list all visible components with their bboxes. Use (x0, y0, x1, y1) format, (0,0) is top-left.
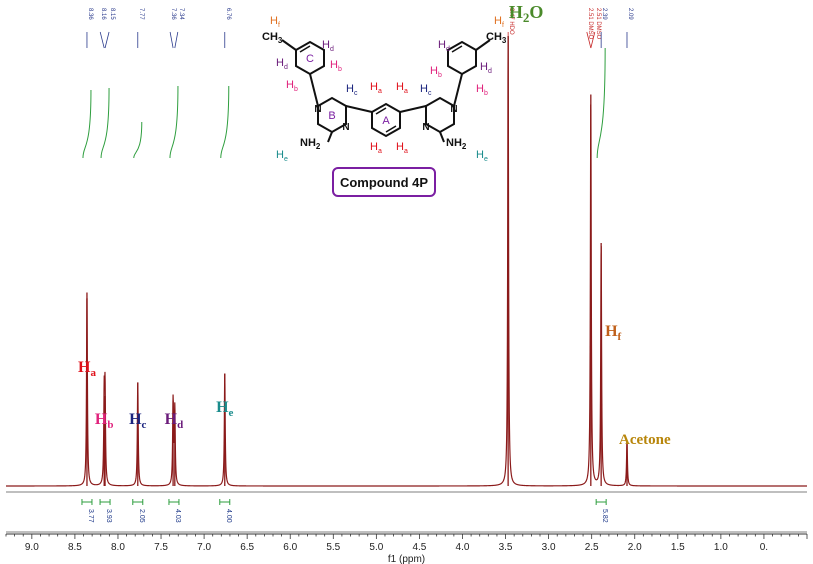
peak-annotation-7: Acetone (619, 432, 671, 448)
h-label-c: Hc (420, 83, 432, 97)
amine-group-right: NH2 (446, 137, 467, 151)
h-label-c: Hc (346, 83, 358, 97)
x-axis-title: f1 (ppm) (388, 554, 425, 564)
x-tick-label: 8.5 (68, 542, 82, 553)
x-tick-label: 4.5 (412, 542, 426, 553)
x-tick-label: 5.0 (369, 542, 383, 553)
integral-readout-bar: 3.77 3.93 2.05 4.03 4.00 5.82 (6, 491, 807, 533)
peak-annotation-0: Ha (78, 359, 96, 379)
x-tick-label: 0. (760, 542, 768, 553)
integral-curve (133, 121, 143, 159)
n-atom: N (342, 122, 349, 133)
h-label-d: Hd (480, 61, 492, 75)
spectrum-trace (6, 36, 807, 487)
shift-label-1: 8.16 (100, 8, 106, 20)
h-label-a: Ha (396, 141, 408, 155)
x-tick-label: 2.5 (585, 542, 599, 553)
shift-connector (169, 31, 174, 49)
spectrum-line (6, 36, 807, 487)
shift-label-8: 2.51 DMSO (587, 8, 593, 40)
shift-connector (99, 31, 105, 49)
h-label-b: Hb (330, 59, 342, 73)
ring-label-b: B (328, 110, 335, 122)
h-label-d: Hd (276, 57, 288, 71)
integral-value-3: 4.03 (174, 509, 181, 523)
compound-label-box (332, 167, 436, 197)
x-tick-label: 4.0 (456, 542, 470, 553)
h-label-f: Hf (494, 15, 504, 29)
integral-value-0: 3.77 (87, 509, 94, 523)
peak-annotation-5: H2O (509, 2, 544, 25)
x-tick-label: 7.0 (197, 542, 211, 553)
amine-group-left: NH2 (300, 137, 321, 151)
peak-annotation-3: Hd (165, 411, 184, 431)
peak-annotation-2: Hc (129, 411, 146, 431)
shift-connector (174, 31, 179, 49)
integral-value-2: 2.05 (138, 509, 145, 523)
integral-curve (82, 89, 92, 159)
peak-annotation-4: He (216, 399, 233, 419)
h-label-b: Hb (430, 65, 442, 79)
x-tick-label: 2.0 (628, 542, 642, 553)
h-label-d: Hd (322, 39, 334, 53)
peak-annotation-1: Hb (95, 411, 114, 431)
x-tick-label: 1.5 (671, 542, 685, 553)
integral-value-5: 5.82 (601, 509, 608, 523)
x-tick-label: 7.5 (154, 542, 168, 553)
h-label-b: Hb (286, 79, 298, 93)
shift-connector (590, 31, 596, 49)
x-axis: 9.0 8.5 8.0 7.5 7.0 6.5 6.0 5.5 5.0 4.5 4.0 3.5 3.0 2… (5, 533, 808, 564)
h-label-f: Hf (270, 15, 280, 29)
shift-label-3: 7.77 (138, 8, 144, 20)
x-tick-label: 8.0 (111, 542, 125, 553)
h-label-d: Hd (438, 39, 450, 53)
h-label-a: Ha (396, 81, 408, 95)
ring-label-a: A (382, 115, 390, 127)
x-tick-label: 3.5 (499, 542, 513, 553)
shift-label-0: 8.36 (87, 8, 93, 20)
integral-value-4: 4.00 (225, 509, 232, 523)
h-label-a: Ha (370, 141, 382, 155)
h-label-e: He (476, 149, 488, 163)
integral-curve (100, 87, 110, 159)
h-label-e: He (276, 149, 288, 163)
shift-connector (586, 31, 592, 49)
x-tick-label: 3.0 (542, 542, 556, 553)
peak-annotation-6: Hf (605, 323, 621, 343)
n-atom: N (314, 104, 321, 115)
x-tick-label: 5.5 (326, 542, 340, 553)
integral-curves (82, 47, 606, 159)
shift-label-5: 7.34 (178, 8, 184, 20)
x-tick-label: 6.0 (283, 542, 297, 553)
h-label-a: Ha (370, 81, 382, 95)
integral-value-1: 3.93 (105, 509, 112, 523)
shift-connector (104, 31, 110, 49)
x-tick-label: 1.0 (714, 542, 728, 553)
shift-label-2: 8.15 (109, 8, 115, 20)
x-tick-label: 6.5 (240, 542, 254, 553)
shift-label-11: 2.09 (627, 8, 633, 20)
integral-curve (220, 85, 230, 159)
shift-label-7: 3.47 HDO (508, 8, 514, 35)
h-label-b: Hb (476, 83, 488, 97)
compound-4p-structure: A B C N N N N CH3 CH3 NH2 NH2 Hf Hf Hd H… (262, 15, 507, 197)
methyl-group-left: CH3 (262, 31, 283, 45)
shift-label-10: 2.39 (601, 8, 607, 20)
ring-label-c: C (306, 53, 314, 65)
compound-label: Compound 4P (340, 175, 428, 190)
methyl-group-right: CH3 (486, 31, 507, 45)
n-atom: N (450, 104, 457, 115)
integral-curve (596, 47, 606, 159)
integral-curve (169, 85, 179, 159)
shift-label-6: 6.76 (225, 8, 231, 20)
n-atom: N (422, 122, 429, 133)
shift-label-9: 2.51 DMSO (595, 8, 601, 40)
x-tick-label: 9.0 (25, 542, 39, 553)
shift-label-4: 7.36 (170, 8, 176, 20)
